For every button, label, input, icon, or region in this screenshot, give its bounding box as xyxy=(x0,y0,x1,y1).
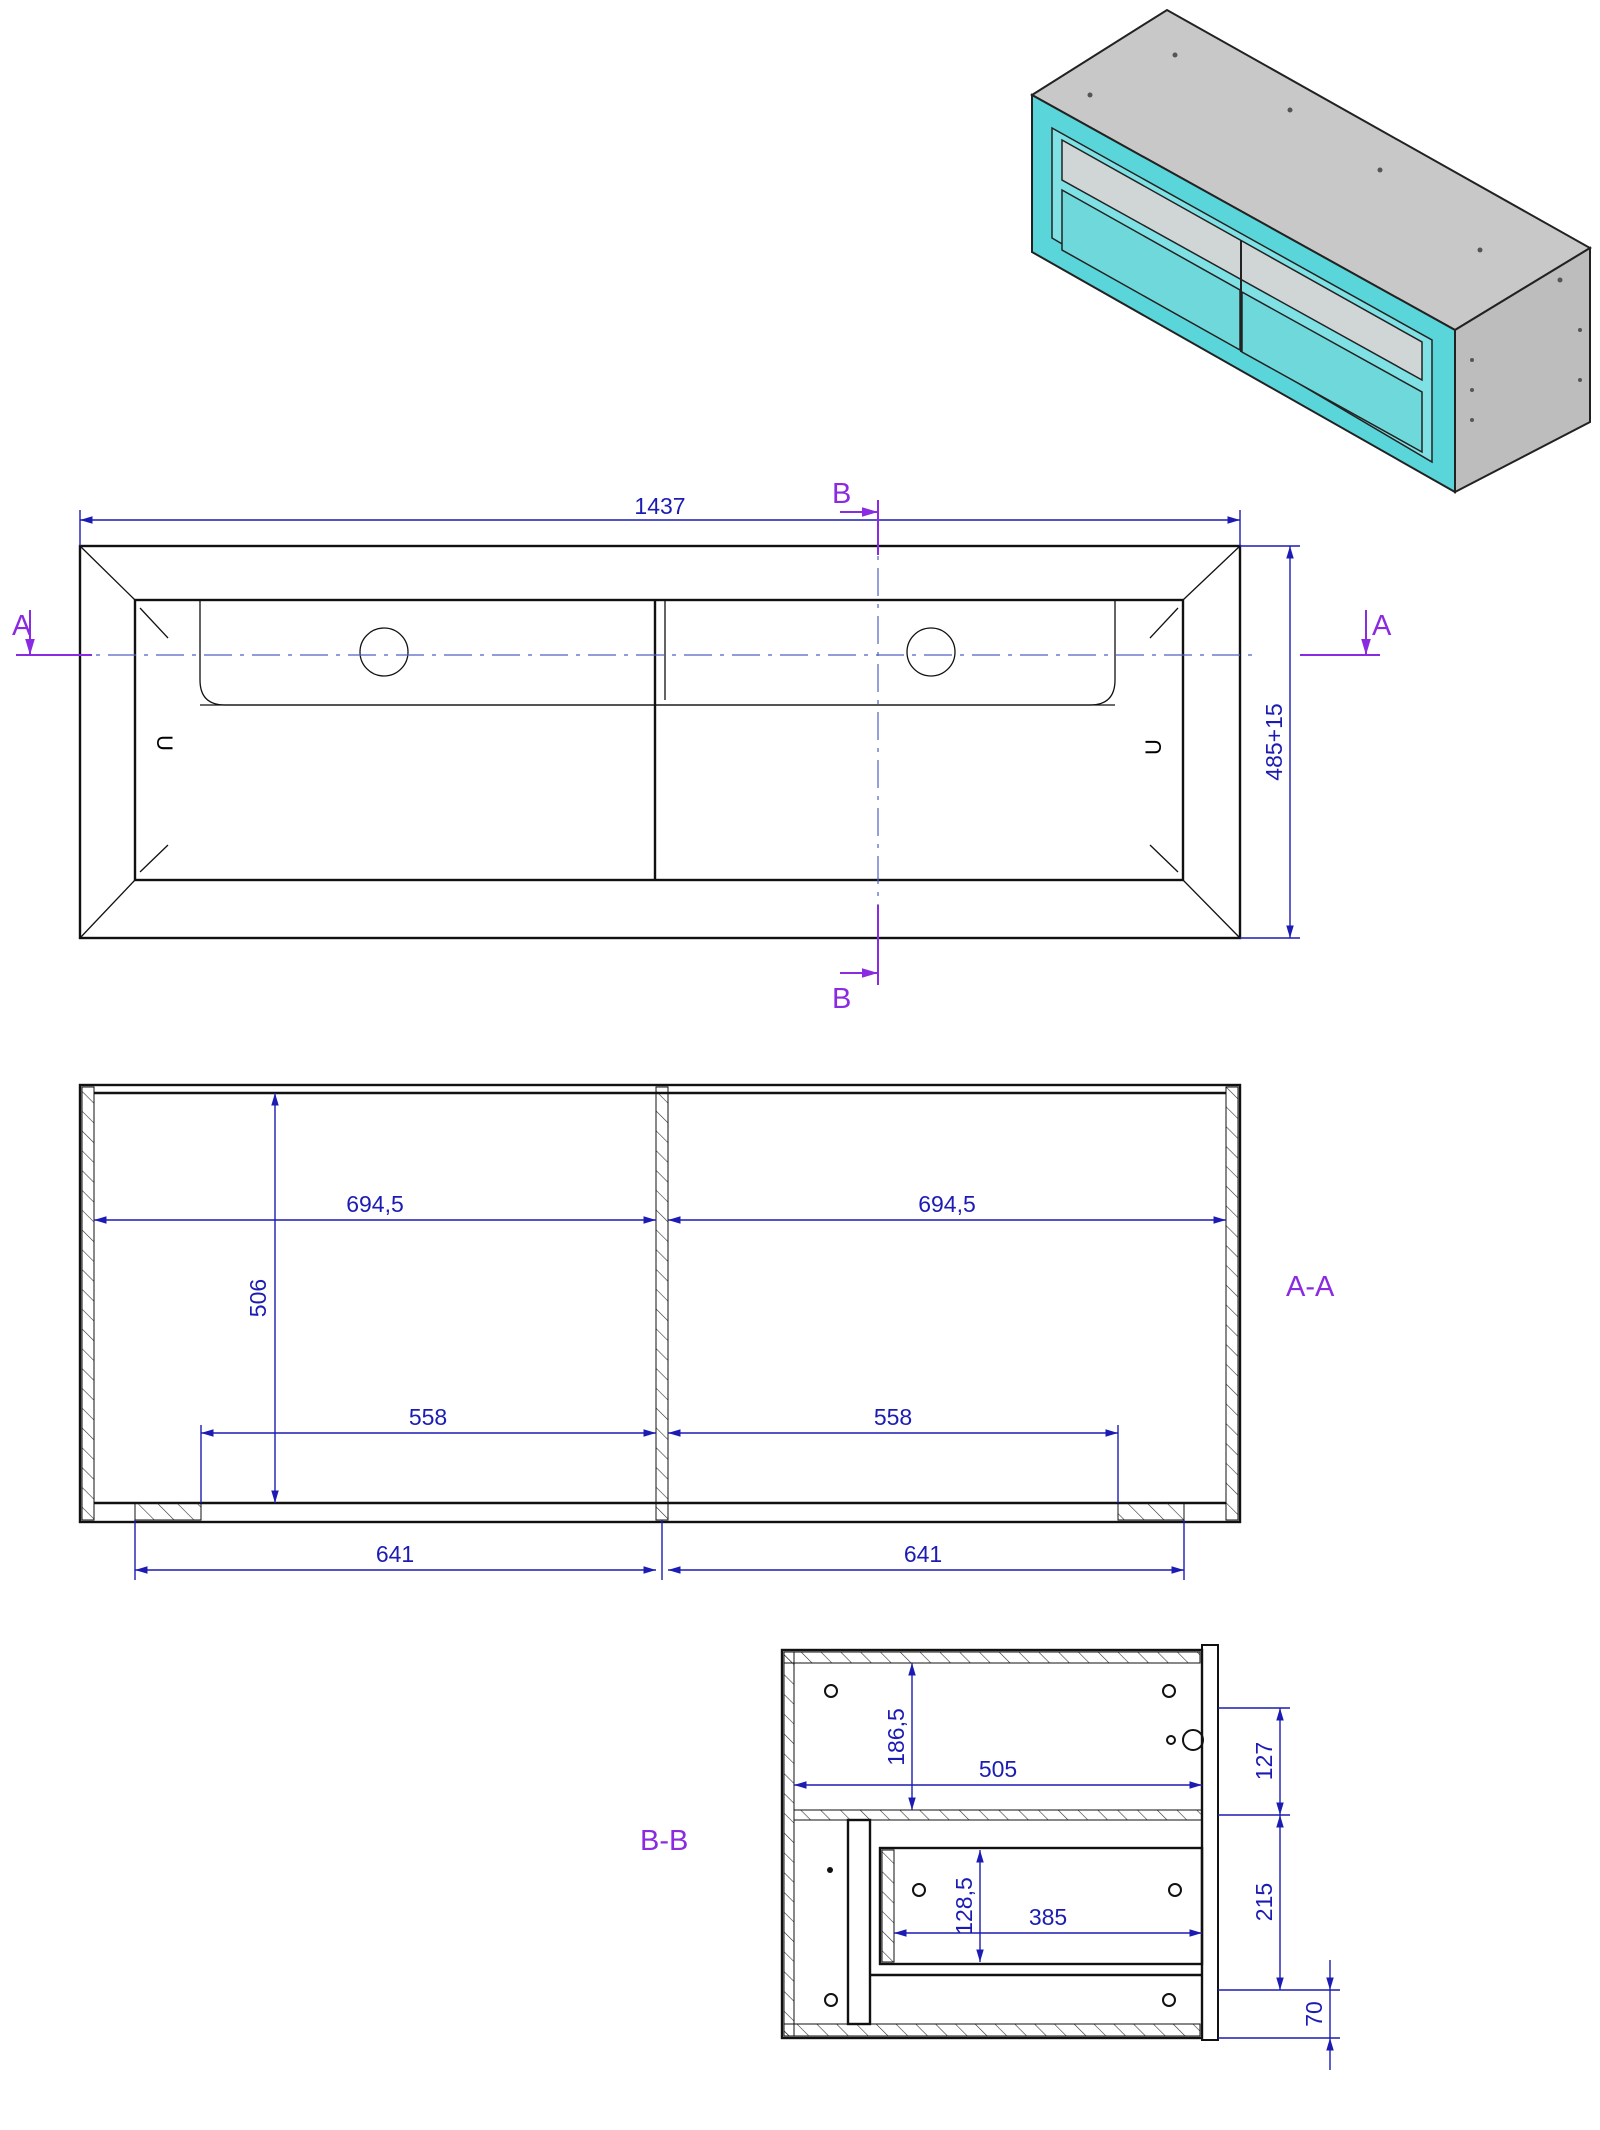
section-aa-title: A-A xyxy=(1286,1271,1335,1303)
svg-text:U: U xyxy=(1141,739,1166,755)
bb-drawer-depth: 385 xyxy=(1029,1904,1067,1930)
section-a-left-label: A xyxy=(12,610,32,642)
tap-hole-left xyxy=(359,627,409,677)
plan-view: U U 1437 485+15 A A B B xyxy=(12,478,1392,1015)
section-b-top-label: B xyxy=(832,478,851,510)
aa-right-width: 694,5 xyxy=(918,1191,976,1217)
bb-front-215: 215 xyxy=(1251,1883,1277,1921)
section-bb: B-B 186,5 505 128,5 385 127 215 70 xyxy=(640,1644,1340,2070)
plan-width-dim: 1437 xyxy=(634,493,685,519)
aa-height: 506 xyxy=(245,1279,271,1317)
bb-upper-height: 186,5 xyxy=(883,1708,909,1766)
aa-drawer-right: 558 xyxy=(874,1404,912,1430)
section-b-bottom-label: B xyxy=(832,983,851,1015)
isometric-view xyxy=(1030,8,1592,494)
bb-front-127: 127 xyxy=(1251,1742,1277,1780)
bb-drawer-height: 128,5 xyxy=(951,1877,977,1935)
aa-left-width: 694,5 xyxy=(346,1191,404,1217)
section-aa: A-A 694,5 694,5 506 558 558 641 641 xyxy=(78,1083,1335,1580)
svg-text:U: U xyxy=(152,735,177,751)
aa-bottom-right: 641 xyxy=(904,1541,942,1567)
tap-hole-right xyxy=(906,627,956,677)
bb-inner-depth: 505 xyxy=(979,1756,1017,1782)
aa-bottom-left: 641 xyxy=(376,1541,414,1567)
plan-depth-dim: 485+15 xyxy=(1261,703,1287,780)
section-a-right-label: A xyxy=(1372,610,1392,642)
section-bb-title: B-B xyxy=(640,1825,688,1857)
aa-drawer-left: 558 xyxy=(409,1404,447,1430)
bb-front-70: 70 xyxy=(1301,2001,1327,2027)
